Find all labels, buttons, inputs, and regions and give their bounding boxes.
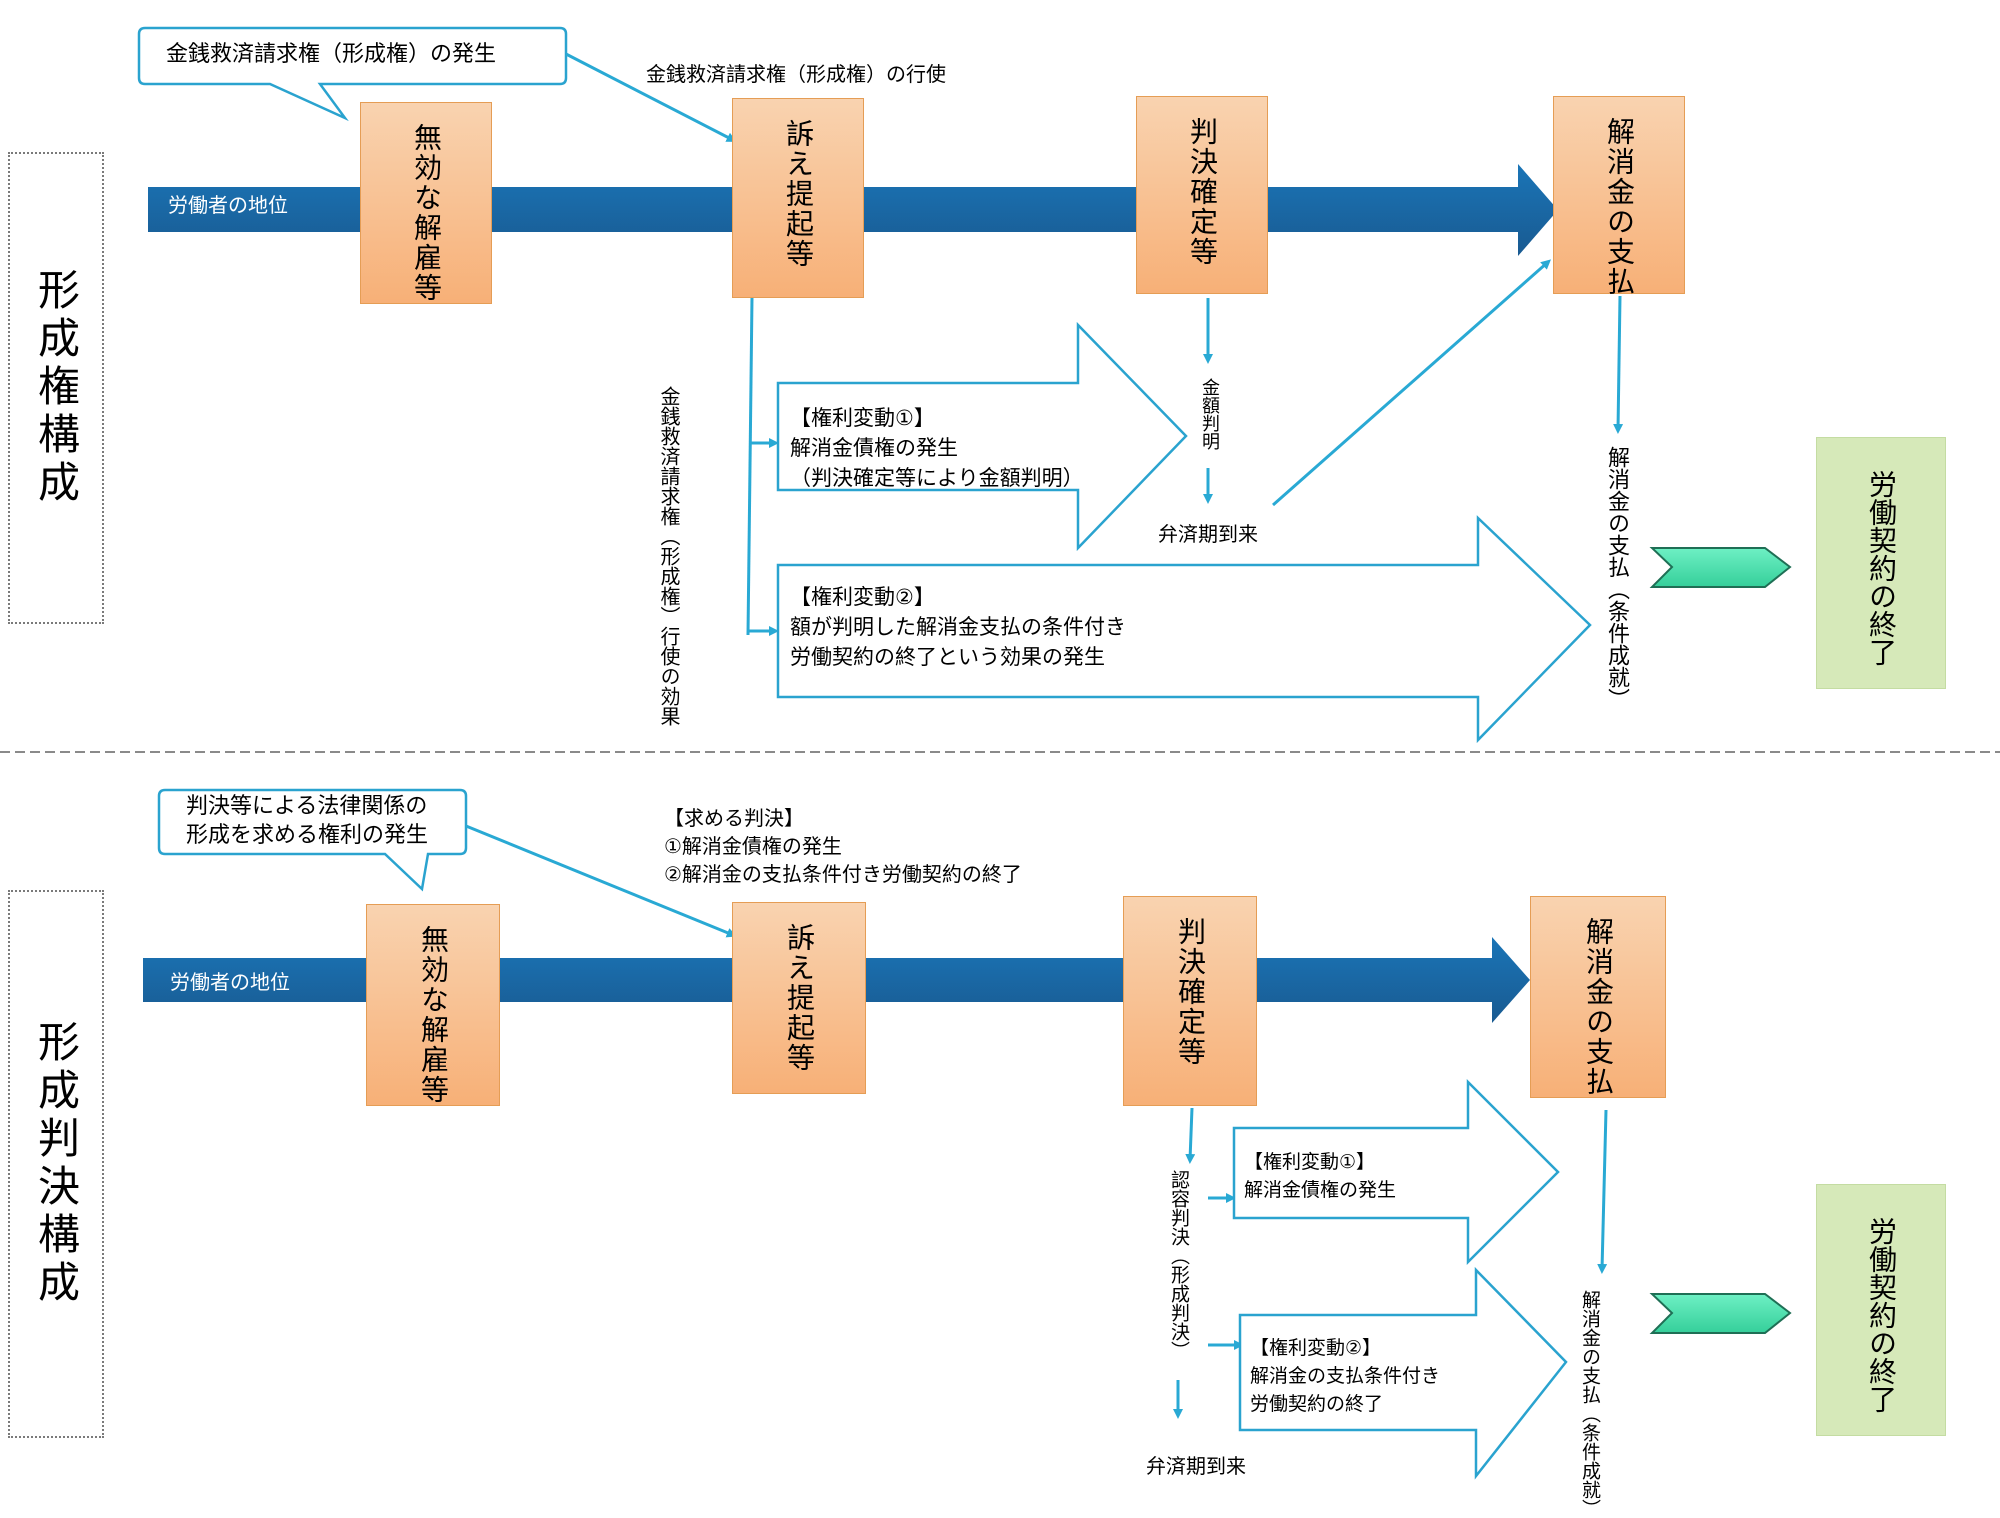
bottom-change2-text: 【権利変動②】 解消金の支払条件付き 労働契約の終了 xyxy=(1250,1334,1440,1418)
bottom-change2-title: 【権利変動②】 xyxy=(1250,1337,1382,1359)
bottom-judgment-down-line xyxy=(1185,1107,1196,1164)
bottom-side-label: 形成判決構成 xyxy=(8,890,104,1438)
bottom-box-judgment: 判決確定等 xyxy=(1123,896,1257,1106)
top-box-judgment: 判決確定等 xyxy=(1136,96,1268,294)
top-change2-text: 【権利変動②】 額が判明した解消金支払の条件付き 労働契約の終了という効果の発生 xyxy=(790,582,1126,672)
top-change1-line1: 解消金債権の発生 xyxy=(790,436,958,460)
top-payment-down-arrow xyxy=(1613,295,1624,434)
bottom-bubble-shape xyxy=(157,788,468,892)
bottom-seek-arrow xyxy=(465,824,737,938)
bottom-due-label: 弁済期到来 xyxy=(1146,1454,1246,1478)
top-bubble-shape xyxy=(137,26,568,122)
bottom-change2-line1: 解消金の支払条件付き xyxy=(1250,1365,1441,1387)
top-due-label: 弁済期到来 xyxy=(1158,522,1258,546)
bottom-change1-title: 【権利変動①】 xyxy=(1244,1151,1376,1173)
bottom-seek-line1: ①解消金債権の発生 xyxy=(664,834,842,858)
top-chevron xyxy=(1649,547,1792,588)
bottom-seek-title: 【求める判決】 xyxy=(664,806,804,830)
top-change1-text: 【権利変動①】 解消金債権の発生 （判決確定等により金額判明） xyxy=(790,403,1084,493)
top-change1-title: 【権利変動①】 xyxy=(790,406,935,430)
top-bar-label: 労働者の地位 xyxy=(168,193,288,217)
bottom-bubble-line2: 形成を求める権利の発生 xyxy=(186,823,429,848)
bottom-box-suit: 訴え提起等 xyxy=(732,902,866,1094)
bottom-seek-judgment: 【求める判決】 ①解消金債権の発生 ②解消金の支払条件付き労働契約の終了 xyxy=(664,804,1022,888)
bottom-box-payment: 解消金の支払 xyxy=(1530,896,1666,1098)
top-change1-line2: （判決確定等により金額判明） xyxy=(790,466,1084,490)
top-exercise-arrow xyxy=(565,52,737,142)
bottom-change1-text: 【権利変動①】 解消金債権の発生 xyxy=(1244,1148,1396,1204)
top-box-dismissal: 無効な解雇等 xyxy=(360,102,492,304)
top-change2-line2: 労働契約の終了という効果の発生 xyxy=(790,645,1105,669)
bottom-change1-arrow xyxy=(1232,1078,1560,1266)
top-bubble-text: 金銭救済請求権（形成権）の発生 xyxy=(166,42,497,67)
top-box-suit: 訴え提起等 xyxy=(732,98,864,298)
top-side-label: 形成権構成 xyxy=(8,152,104,624)
bottom-chevron xyxy=(1649,1293,1792,1334)
bottom-change1-line1: 解消金債権の発生 xyxy=(1244,1179,1397,1201)
bottom-end-box: 労働契約の終了 xyxy=(1816,1184,1946,1436)
top-suit-down-line xyxy=(746,296,754,636)
top-due-to-payment-arrow xyxy=(1272,259,1551,507)
top-change2-title: 【権利変動②】 xyxy=(790,585,935,609)
top-vertical-effect: 金銭救済請求権（形成権）行使の効果 xyxy=(657,386,681,726)
top-exercise-label: 金銭救済請求権（形成権）の行使 xyxy=(646,62,946,86)
bottom-vertical-condition: 解消金の支払（条件成就） xyxy=(1579,1290,1601,1518)
bottom-bubble-line1: 判決等による法律関係の xyxy=(186,794,428,819)
top-change2-line1: 額が判明した解消金支払の条件付き xyxy=(790,615,1126,639)
top-vertical-condition: 解消金の支払（条件成就） xyxy=(1604,446,1629,710)
bottom-vertical-approval: 認容判決（形成判決） xyxy=(1168,1170,1190,1360)
bottom-bar-label: 労働者の地位 xyxy=(170,970,290,994)
bottom-payment-down-arrow xyxy=(1597,1109,1608,1274)
bottom-change2-arrow xyxy=(1238,1266,1568,1480)
top-change1-arrow xyxy=(776,321,1188,552)
bottom-seek-line2: ②解消金の支払条件付き労働契約の終了 xyxy=(664,862,1022,886)
bottom-bubble-text: 判決等による法律関係の 形成を求める権利の発生 xyxy=(186,792,428,850)
top-change2-arrow xyxy=(776,515,1592,744)
bottom-box-dismissal: 無効な解雇等 xyxy=(366,904,500,1106)
top-box-payment: 解消金の支払 xyxy=(1553,96,1685,297)
top-vertical-amount: 金額判明 xyxy=(1199,378,1220,450)
top-end-box: 労働契約の終了 xyxy=(1816,437,1946,689)
bottom-change2-line2: 労働契約の終了 xyxy=(1250,1393,1384,1415)
